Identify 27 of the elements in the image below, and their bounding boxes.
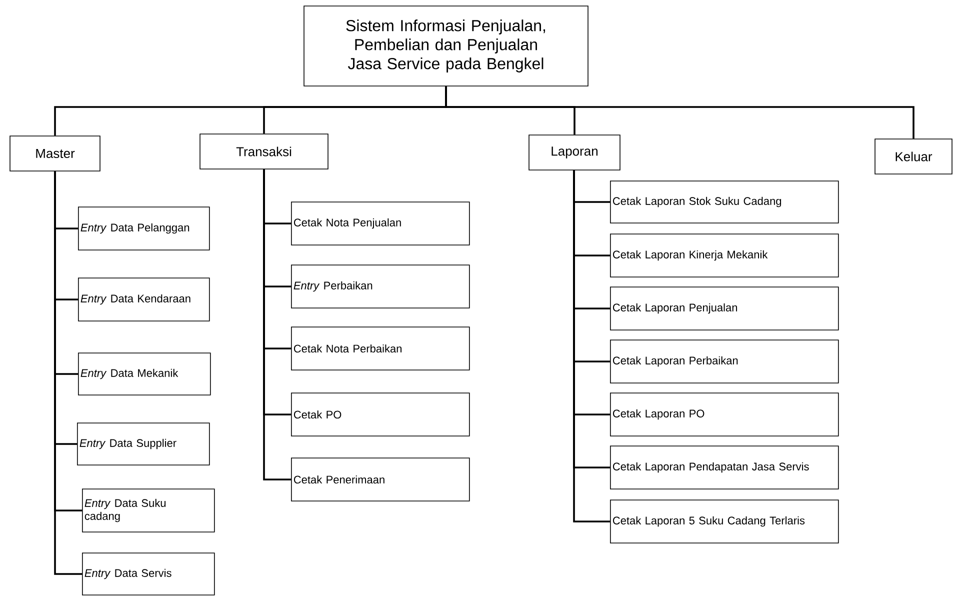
submenu-box: Cetak Laporan 5 Suku Cadang Terlaris: [610, 500, 839, 544]
connector-line: [573, 170, 610, 522]
submenu-box: Cetak Laporan Stok Suku Cadang: [610, 180, 839, 224]
submenu-box: Cetak Laporan Perbaikan: [610, 340, 839, 384]
submenu-box: Entry Data Supplier: [77, 422, 210, 466]
submenu-box: Cetak Laporan Kinerja Mekanik: [610, 234, 839, 278]
submenu-box: Entry Data Mekanik: [78, 352, 211, 396]
menu-box: Keluar: [874, 138, 952, 174]
system-title-box: Sistem Informasi Penjualan, Pembelian dan Penjualan Jasa Service pada Bengkel: [304, 6, 588, 86]
submenu-box: Cetak Laporan Pendapatan Jasa Servis: [610, 446, 839, 490]
submenu-box: Cetak PO: [291, 392, 470, 436]
submenu-box: Cetak Laporan PO: [610, 392, 839, 436]
submenu-box: Entry Data Suku cadang: [82, 488, 215, 532]
submenu-box: Entry Data Kendaraan: [78, 278, 210, 322]
submenu-box: Entry Data Pelanggan: [78, 206, 210, 250]
connector-line: [263, 169, 291, 480]
menu-box: Laporan: [528, 134, 620, 170]
submenu-box: Cetak Laporan Penjualan: [610, 286, 839, 330]
menu-box: Transaksi: [200, 134, 328, 170]
submenu-box: Cetak Nota Penjualan: [291, 202, 470, 246]
submenu-box: Cetak Nota Perbaikan: [291, 326, 470, 370]
submenu-box: Entry Data Servis: [82, 552, 215, 596]
connector-line: [445, 86, 914, 139]
menu-box: Master: [10, 136, 100, 172]
connector-line: [54, 171, 82, 575]
submenu-box: Cetak Penerimaan: [291, 458, 470, 502]
submenu-box: Entry Perbaikan: [291, 264, 470, 308]
